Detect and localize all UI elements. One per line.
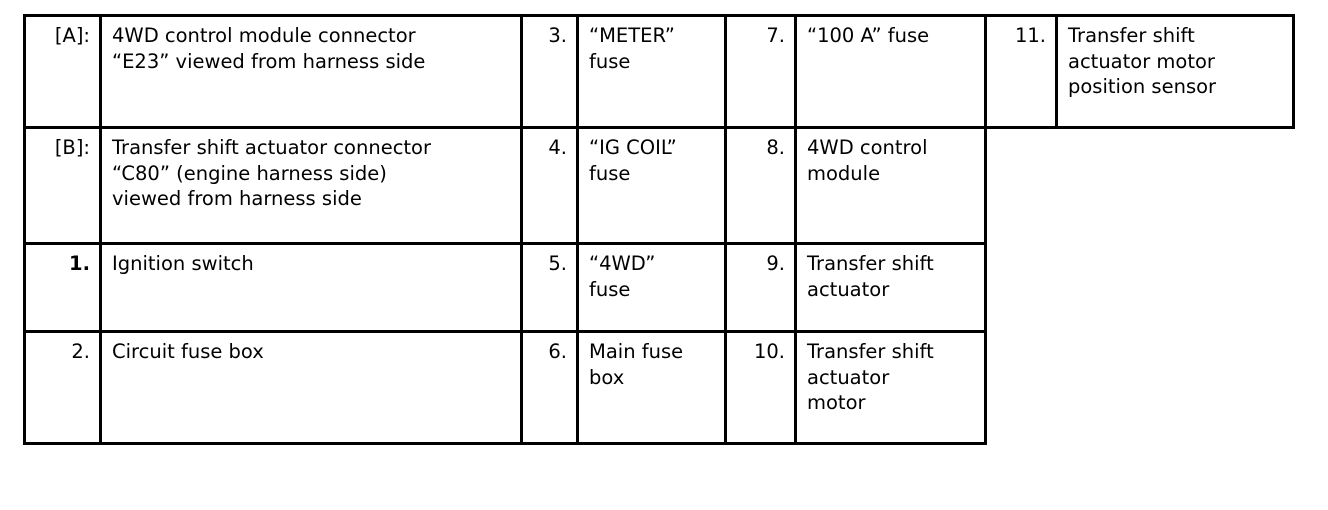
right-number-cell: 9.: [724, 242, 797, 333]
empty-cell: [985, 243, 1057, 332]
empty-cell: [985, 127, 1057, 244]
right-number-cell: 8.: [724, 126, 797, 245]
row-key-cell: [B]:: [23, 126, 102, 245]
table-row: [A]: 4WD control module connector“E23” v…: [23, 14, 1295, 129]
table-row: [B]: Transfer shift actuator connector“C…: [23, 126, 1294, 245]
table-row: 1. Ignition switch 5. “4WD”fuse 9. Trans…: [23, 242, 1294, 333]
empty-cell: [1056, 127, 1294, 244]
mid-label-cell: “IG COIL”fuse: [576, 126, 727, 245]
right-label-cell: “100 A” fuse: [794, 14, 987, 129]
row-key-cell: 2.: [23, 330, 102, 445]
far-number-cell: 11.: [984, 14, 1058, 129]
empty-cell: [1056, 243, 1294, 332]
mid-number-cell: 4.: [520, 126, 579, 245]
legend-table-body: [A]: 4WD control module connector“E23” v…: [23, 14, 1295, 445]
row-description-cell: Ignition switch: [99, 242, 523, 333]
row-description-cell: 4WD control module connector“E23” viewed…: [99, 14, 523, 129]
mid-number-cell: 3.: [520, 14, 579, 129]
row-key-cell: 1.: [23, 242, 102, 333]
legend-table: [A]: 4WD control module connector“E23” v…: [23, 14, 1295, 445]
row-description-cell: Transfer shift actuator connector“C80” (…: [99, 126, 523, 245]
mid-number-cell: 5.: [520, 242, 579, 333]
empty-cell: [1056, 331, 1294, 444]
mid-number-cell: 6.: [520, 330, 579, 445]
mid-label-cell: “METER”fuse: [576, 14, 727, 129]
empty-cell: [985, 331, 1057, 444]
right-number-cell: 7.: [724, 14, 797, 129]
row-key-cell: [A]:: [23, 14, 102, 129]
mid-label-cell: “4WD”fuse: [576, 242, 727, 333]
right-number-cell: 10.: [724, 330, 797, 445]
row-description-cell: Circuit fuse box: [99, 330, 523, 445]
